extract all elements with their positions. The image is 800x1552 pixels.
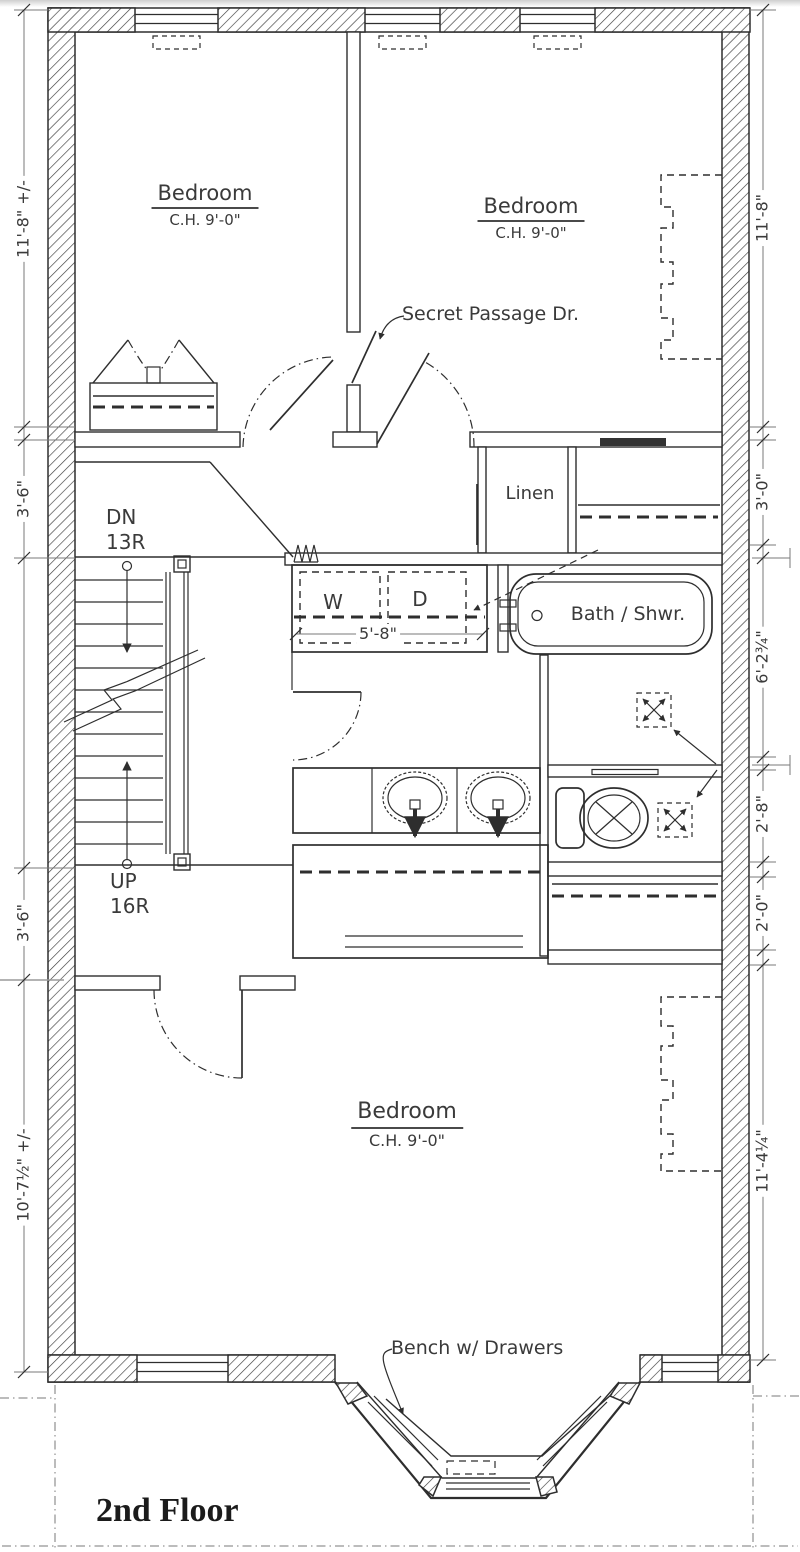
ceiling-height: C.H. 9'-0" (169, 211, 241, 230)
dimension-right-3: 2'-8" (752, 791, 772, 837)
laundry-leader (473, 549, 599, 611)
stair-direction: DN (106, 505, 137, 529)
bench-drawer (446, 1460, 496, 1475)
bath-label: Bath / Shwr. (570, 603, 686, 625)
room-name: Bedroom (151, 180, 259, 210)
vanity (292, 767, 541, 839)
dimension-lines (0, 3, 791, 1379)
secret-passage-door (351, 330, 377, 384)
room-label-bedroom-top-right: Bedroom C.H. 9'-0" (477, 193, 585, 243)
stair-direction: UP (110, 869, 137, 893)
newel-post-top (173, 555, 191, 573)
washer-symbol (299, 571, 381, 644)
exterior-walls (47, 7, 751, 1383)
room-name: Bedroom (477, 193, 585, 223)
door-swings (153, 330, 478, 1079)
chimney-chases (660, 174, 722, 1172)
dimension-left-0: 11'-8" +/- (13, 176, 33, 262)
washer-label: W (323, 590, 343, 614)
ceiling-height: C.H. 9'-0" (495, 224, 567, 243)
dimension-left-1: 3'-6" (13, 476, 33, 522)
bay-window (334, 1381, 642, 1500)
dimension-right-0: 11'-8" (752, 189, 772, 247)
laundry (289, 544, 599, 653)
ceiling-height: C.H. 9'-0" (368, 1130, 446, 1150)
bench-leader (382, 1348, 404, 1415)
dryer-symbol (387, 571, 467, 644)
laundry-width-dimension: 5'-8" (356, 624, 400, 644)
dimension-right-4: 2'-0" (752, 890, 772, 936)
dimension-left-3: 10'-7½" +/- (13, 1124, 33, 1226)
stair-up-label: UP 16R (110, 869, 149, 919)
secret-passage-leader (378, 315, 405, 340)
window-symbols (135, 13, 718, 1373)
callout-leaders (378, 315, 405, 1415)
linen-label: Linen (505, 483, 555, 504)
dimension-right-1: 3'-0" (752, 469, 772, 515)
room-name: Bedroom (351, 1098, 463, 1129)
closet-top-left (89, 339, 218, 431)
linen-shelves (578, 504, 720, 519)
room-label-bedroom-bottom: Bedroom C.H. 9'-0" (351, 1098, 463, 1151)
match-lines (0, 1385, 800, 1550)
closet-bottom-bedroom (292, 844, 549, 959)
closet-toilet-strip (552, 883, 718, 898)
dimension-right-5: 11'-4¼" (752, 1125, 772, 1197)
secret-passage-label: Secret Passage Dr. (402, 303, 579, 325)
stair-down-label: DN 13R (106, 505, 145, 555)
dimension-left-2: 3'-6" (13, 900, 33, 946)
sheet-title: 2nd Floor (96, 1492, 239, 1529)
dryer-label: D (412, 587, 428, 611)
newel-post-bottom (173, 853, 191, 871)
ceiling-access-symbols (636, 692, 718, 838)
screenshot-top-edge (0, 0, 800, 7)
bench-outline (385, 1393, 613, 1457)
stair-risers: 13R (106, 530, 146, 554)
room-label-bedroom-top-left: Bedroom C.H. 9'-0" (151, 180, 259, 230)
dimension-right-2: 6'-2¾" (752, 626, 772, 688)
stairs (63, 461, 294, 871)
stair-break-line (63, 649, 199, 723)
interior-walls (74, 31, 723, 991)
coil-symbol (293, 544, 319, 563)
toilet (555, 787, 649, 849)
bench-label: Bench w/ Drawers (391, 1337, 564, 1359)
stair-risers: 16R (110, 894, 150, 918)
bathtub (499, 573, 713, 655)
